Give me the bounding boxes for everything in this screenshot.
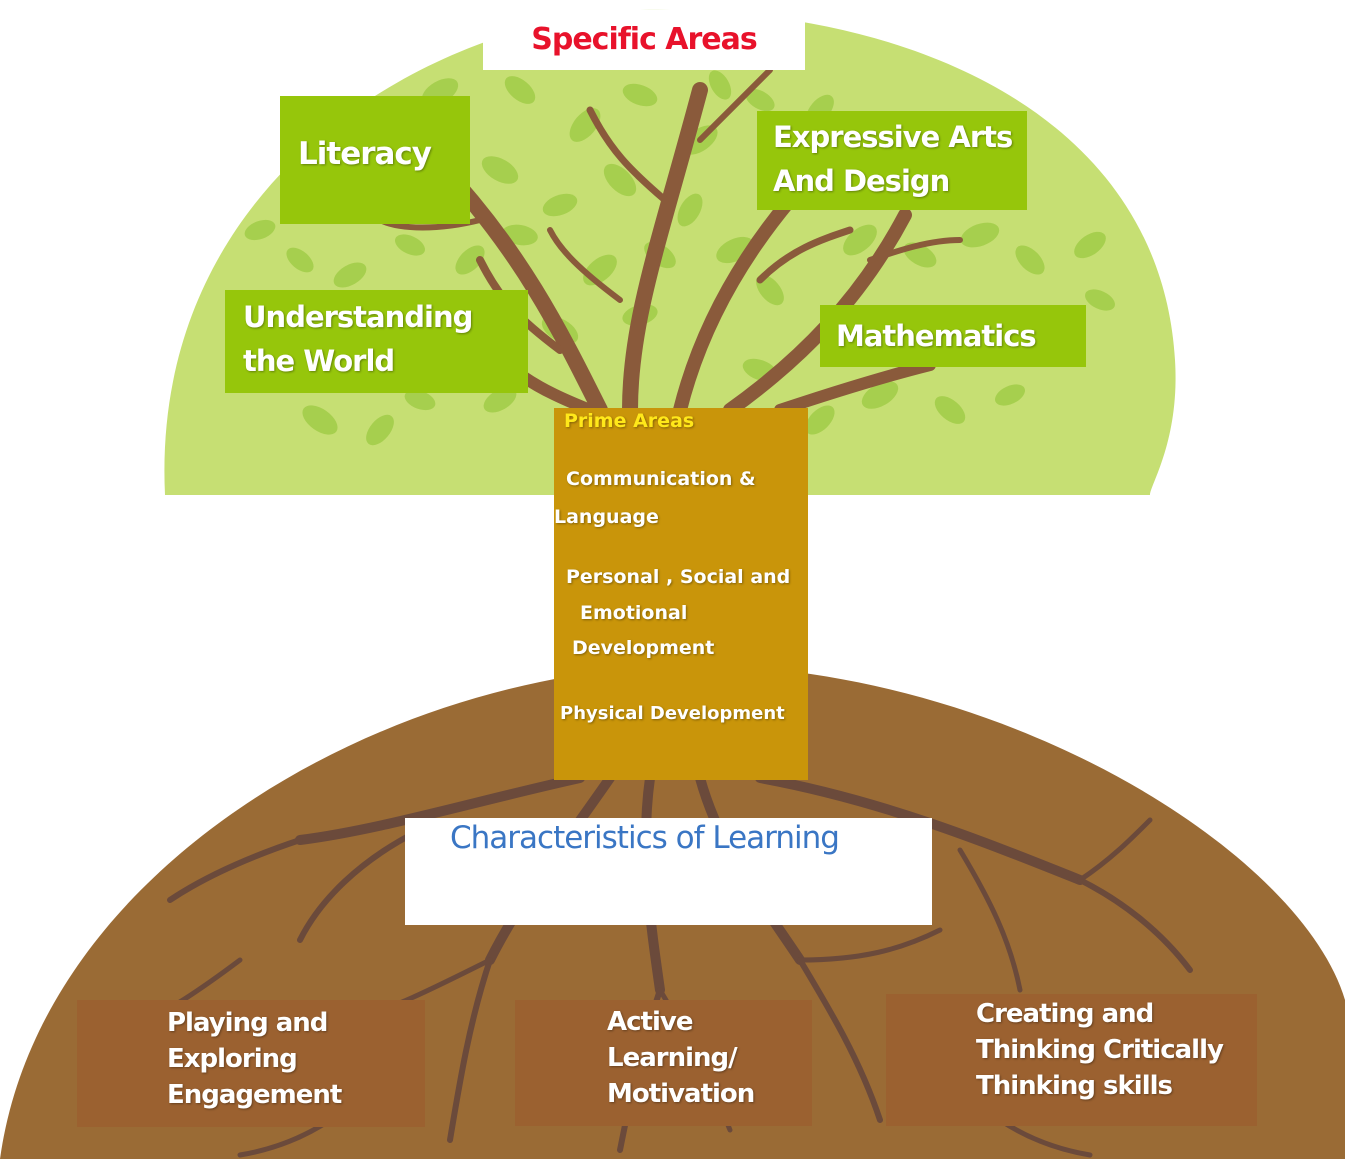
personal-social-line2: Emotional bbox=[580, 602, 688, 624]
expressive-arts-box: Expressive Arts And Design bbox=[757, 111, 1027, 210]
expressive-arts-label-line1: Expressive Arts bbox=[773, 120, 1013, 154]
understanding-world-label-line1: Understanding bbox=[243, 300, 473, 334]
physical-development-label: Physical Development bbox=[560, 703, 785, 724]
mathematics-box: Mathematics bbox=[820, 305, 1086, 367]
specific-areas-title-box: Specific Areas bbox=[483, 10, 805, 70]
playing-exploring-line3: Engagement bbox=[167, 1080, 342, 1110]
characteristics-title: Characteristics of Learning bbox=[450, 820, 840, 856]
active-learning-box: Active Learning/ Motivation bbox=[515, 1000, 812, 1126]
communication-language-line1: Communication & bbox=[566, 468, 756, 490]
creating-thinking-line3: Thinking skills bbox=[976, 1071, 1173, 1101]
specific-areas-title: Specific Areas bbox=[531, 22, 758, 57]
personal-social-line1: Personal , Social and bbox=[566, 566, 791, 588]
active-learning-line1: Active bbox=[607, 1007, 693, 1037]
creating-thinking-line2: Thinking Critically bbox=[976, 1035, 1224, 1065]
personal-social-line3: Development bbox=[572, 637, 715, 659]
active-learning-line3: Motivation bbox=[607, 1079, 755, 1109]
expressive-arts-label-line2: And Design bbox=[773, 164, 950, 198]
literacy-box: Literacy bbox=[280, 96, 470, 224]
communication-language-line2: Language bbox=[554, 506, 659, 528]
playing-exploring-line2: Exploring bbox=[167, 1044, 298, 1074]
creating-thinking-line1: Creating and bbox=[976, 999, 1154, 1029]
prime-areas-title: Prime Areas bbox=[564, 410, 695, 432]
playing-exploring-line1: Playing and bbox=[167, 1008, 328, 1038]
mathematics-label: Mathematics bbox=[836, 319, 1037, 353]
playing-exploring-box: Playing and Exploring Engagement bbox=[77, 1000, 425, 1127]
creating-thinking-box: Creating and Thinking Critically Thinkin… bbox=[886, 994, 1257, 1126]
characteristics-title-box: Characteristics of Learning bbox=[405, 818, 932, 925]
literacy-label: Literacy bbox=[298, 136, 432, 172]
active-learning-line2: Learning/ bbox=[607, 1043, 738, 1073]
prime-areas-box: Prime Areas Communication & Language Per… bbox=[554, 408, 808, 780]
understanding-world-label-line2: the World bbox=[243, 344, 395, 378]
understanding-world-box: Understanding the World bbox=[225, 290, 528, 393]
